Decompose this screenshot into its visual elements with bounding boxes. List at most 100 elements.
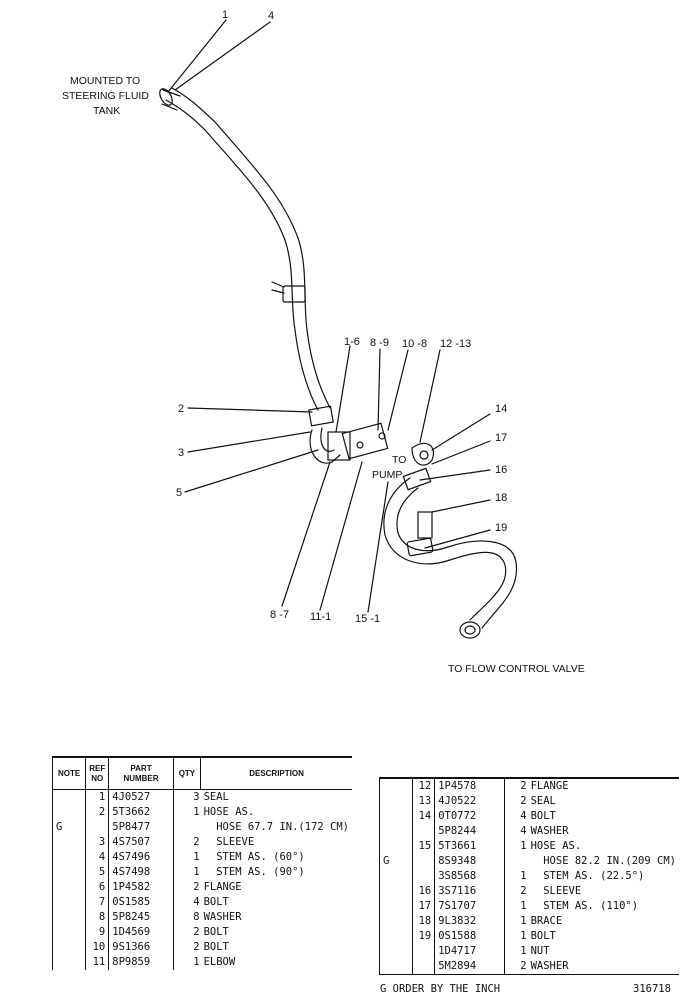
mounted-label-line1: MOUNTED TO (70, 75, 140, 87)
ref-cell: 19 (412, 929, 436, 944)
qty-cell: 1 (520, 840, 527, 852)
part-number-cell: 3S8568 (434, 869, 506, 884)
upper-hose (165, 99, 319, 411)
qty-cell: 2 (520, 960, 527, 972)
qty-cell (505, 854, 528, 869)
description-cell: SLEEVE (203, 836, 255, 848)
qty-cell: 1 (193, 956, 200, 968)
header-qty: QTY (173, 757, 202, 790)
sleeve (308, 405, 334, 427)
ref-cell: 3 (85, 835, 110, 850)
table-header-row: NOTE REF NO PART NUMBER QTY DESCRIPTION (52, 757, 352, 790)
mounted-label-line2: STEERING FLUID (62, 90, 149, 102)
qty-cell: 4 (520, 810, 527, 822)
qty-cell: 3 (193, 791, 200, 803)
callout-4: 4 (268, 10, 274, 22)
table-row: G 5P8477 HOSE 67.7 IN.(172 CM) (52, 820, 353, 835)
description-cell: SEAL (530, 795, 556, 807)
ref-cell: 16 (412, 884, 436, 899)
part-number-cell: 5T3662 (108, 805, 174, 820)
part-number-cell: 1D4569 (108, 925, 174, 940)
note-cell: G (379, 854, 413, 869)
note-cell (379, 794, 413, 809)
part-number-cell: 5M2894 (434, 959, 506, 975)
part-number-cell: 5P8477 (108, 820, 174, 835)
description-cell: BRACE (530, 915, 563, 927)
part-number-cell: 5T3661 (434, 839, 506, 854)
ref-cell: 5 (85, 865, 110, 880)
part-number-cell: 4J0522 (434, 794, 506, 809)
part-number-cell: 0S1585 (108, 895, 174, 910)
note-cell: G (52, 820, 87, 835)
footer-note: G ORDER BY THE INCH (380, 983, 501, 995)
callout-12-13: 12 -13 (440, 338, 471, 350)
note-cell (379, 839, 413, 854)
description-cell: NUT (530, 945, 550, 957)
note-cell (379, 884, 413, 899)
note-cell (52, 835, 87, 850)
note-cell (379, 944, 413, 959)
note-cell (52, 925, 87, 940)
note-cell (379, 929, 413, 944)
ref-cell: 1 (85, 789, 110, 805)
tank-fitting (159, 88, 173, 106)
callout-14: 14 (495, 403, 507, 415)
callout-3: 3 (178, 447, 184, 459)
note-cell (52, 955, 87, 970)
description-cell: HOSE AS. (203, 806, 255, 818)
callout-1: 1 (222, 9, 228, 21)
ref-cell (85, 820, 110, 835)
callout-15-1: 15 -1 (355, 613, 380, 625)
note-cell (52, 880, 87, 895)
ref-cell: 9 (85, 925, 110, 940)
hose-clip (282, 285, 306, 303)
header-description: DESCRIPTION (200, 757, 352, 790)
ref-cell (412, 959, 436, 975)
ref-cell: 8 (85, 910, 110, 925)
qty-cell: 1 (520, 930, 527, 942)
ref-cell: 14 (412, 809, 436, 824)
qty-cell: 1 (520, 915, 527, 927)
ref-cell: 6 (85, 880, 110, 895)
callout-17: 17 (495, 432, 507, 444)
description-cell: HOSE 82.2 IN.(209 CM) (530, 855, 676, 867)
qty-cell: 1 (193, 866, 200, 878)
callout-8-7: 8 -7 (270, 609, 289, 621)
description-cell: BOLT (203, 896, 229, 908)
ref-cell: 13 (412, 794, 436, 809)
qty-cell: 1 (193, 851, 200, 863)
part-number-cell: 7S1707 (434, 899, 506, 914)
note-cell (379, 959, 413, 975)
part-number-cell: 4J0527 (108, 789, 174, 805)
note-cell (379, 778, 413, 794)
note-cell (52, 910, 87, 925)
note-cell (379, 914, 413, 929)
description-cell: HOSE 67.7 IN.(172 CM) (203, 821, 349, 833)
qty-cell: 2 (520, 885, 527, 897)
ref-cell (412, 869, 436, 884)
ref-cell: 15 (412, 839, 436, 854)
header-ref-no: REF NO (85, 757, 110, 790)
part-number-cell: 1P4578 (434, 778, 506, 794)
callout-10-8: 10 -8 (402, 338, 427, 350)
description-cell: STEM AS. (60°) (203, 851, 305, 863)
ref-cell: 10 (85, 940, 110, 955)
callout-11-1: 11-1 (310, 611, 331, 623)
description-cell: SEAL (203, 791, 229, 803)
note-cell (52, 895, 87, 910)
part-number-cell: 9S1366 (108, 940, 174, 955)
